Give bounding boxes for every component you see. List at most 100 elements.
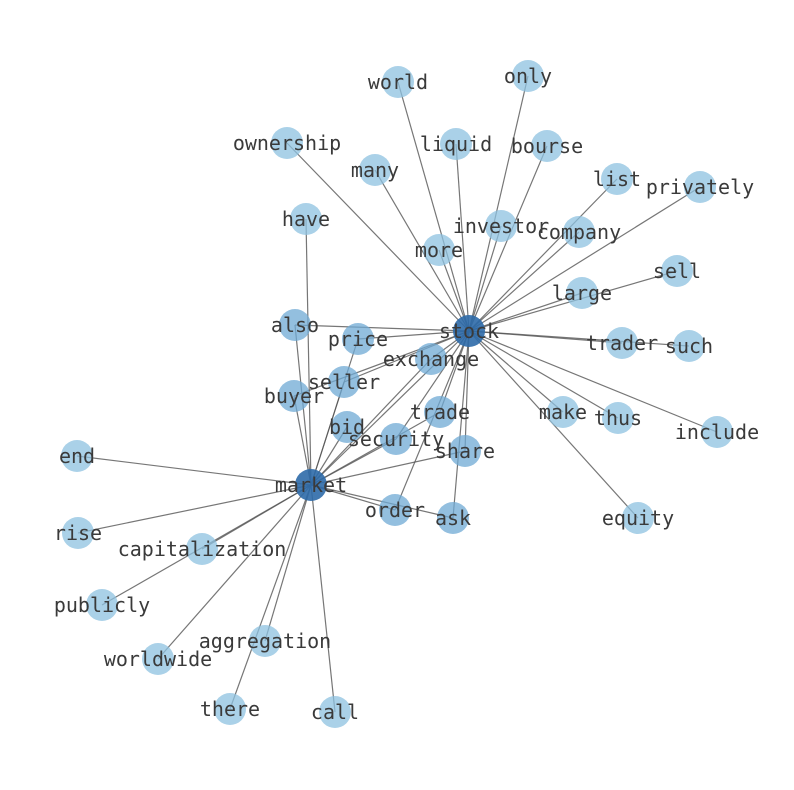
node-label-call: call xyxy=(311,700,359,724)
edge-market-share xyxy=(310,450,466,486)
edge-stock-ownership xyxy=(286,142,470,332)
node-label-bid: bid xyxy=(329,415,365,439)
node-only xyxy=(512,60,544,92)
edge-layer xyxy=(76,75,718,713)
edge-market-seller xyxy=(310,381,345,486)
node-aggregation xyxy=(249,625,281,657)
edge-market-worldwide xyxy=(157,484,312,660)
node-label-trade: trade xyxy=(410,400,470,424)
edge-market-aggregation xyxy=(264,484,312,642)
node-label-list: list xyxy=(593,167,641,191)
edge-market-end xyxy=(76,455,312,486)
node-label-world: world xyxy=(368,70,428,94)
node-price xyxy=(342,323,374,355)
node-stock xyxy=(453,315,485,347)
node-privately xyxy=(684,171,716,203)
node-label-include: include xyxy=(675,420,759,444)
edge-stock-large xyxy=(468,292,583,332)
node-ask xyxy=(437,502,469,534)
node-order xyxy=(379,494,411,526)
edge-stock-seller xyxy=(343,330,470,383)
edge-stock-include xyxy=(468,330,718,433)
node-label-thus: thus xyxy=(594,406,642,430)
node-buyer xyxy=(278,380,310,412)
node-publicly xyxy=(86,589,118,621)
node-bid xyxy=(331,411,363,443)
edge-stock-liquid xyxy=(455,143,470,332)
node-label-equity: equity xyxy=(602,506,674,530)
node-label-sell: sell xyxy=(653,259,701,283)
edge-stock-make xyxy=(468,330,564,413)
node-label-also: also xyxy=(271,313,319,337)
node-share xyxy=(449,435,481,467)
node-label-company: company xyxy=(537,220,621,244)
edge-stock-company xyxy=(468,231,580,332)
node-end xyxy=(61,440,93,472)
edge-stock-only xyxy=(468,75,529,332)
node-make xyxy=(547,396,579,428)
node-label-price: price xyxy=(328,327,388,351)
edge-stock-also xyxy=(294,324,470,332)
node-have xyxy=(290,203,322,235)
edge-stock-world xyxy=(397,81,470,332)
node-label-market: market xyxy=(275,473,347,497)
node-label-investor: investor xyxy=(453,214,549,238)
edge-stock-security xyxy=(395,330,470,440)
node-label-share: share xyxy=(435,439,495,463)
node-capitalization xyxy=(186,533,218,565)
node-liquid xyxy=(440,128,472,160)
node-label-bourse: bourse xyxy=(511,134,583,158)
node-label-rise: rise xyxy=(54,521,102,545)
node-more xyxy=(423,234,455,266)
node-large xyxy=(566,277,598,309)
edge-market-there xyxy=(229,484,312,710)
node-label-aggregation: aggregation xyxy=(199,629,331,653)
edge-market-have xyxy=(305,218,312,486)
node-label-only: only xyxy=(504,64,552,88)
node-label-stock: stock xyxy=(439,319,499,343)
node-label-ownership: ownership xyxy=(233,131,341,155)
node-label-buyer: buyer xyxy=(264,384,324,408)
edge-stock-share xyxy=(464,330,470,452)
edge-stock-ask xyxy=(452,330,470,519)
node-label-more: more xyxy=(415,238,463,262)
node-there xyxy=(214,693,246,725)
node-many xyxy=(359,154,391,186)
edge-stock-buyer xyxy=(293,330,470,397)
node-ownership xyxy=(271,127,303,159)
node-sell xyxy=(661,255,693,287)
node-worldwide xyxy=(142,643,174,675)
node-thus xyxy=(602,402,634,434)
node-label-capitalization: capitalization xyxy=(118,537,287,561)
node-include xyxy=(701,416,733,448)
node-label-publicly: publicly xyxy=(54,593,150,617)
node-label-end: end xyxy=(59,444,95,468)
edge-market-call xyxy=(310,484,336,713)
edge-stock-price xyxy=(357,330,470,340)
edge-stock-list xyxy=(468,178,618,332)
edge-market-rise xyxy=(77,484,312,534)
node-also xyxy=(279,309,311,341)
node-exchange xyxy=(415,343,447,375)
node-equity xyxy=(622,502,654,534)
node-world xyxy=(382,66,414,98)
node-label-have: have xyxy=(282,207,330,231)
node-label-privately: privately xyxy=(646,175,754,199)
node-bourse xyxy=(531,130,563,162)
edge-stock-investor xyxy=(468,225,502,332)
node-seller xyxy=(328,366,360,398)
node-investor xyxy=(485,210,517,242)
node-trade xyxy=(424,396,456,428)
node-rise xyxy=(62,517,94,549)
node-layer xyxy=(61,60,733,728)
node-security xyxy=(380,423,412,455)
node-label-order: order xyxy=(365,498,425,522)
node-label-such: such xyxy=(665,334,713,358)
node-label-trader: trader xyxy=(586,331,658,355)
node-label-large: large xyxy=(552,281,612,305)
edge-stock-many xyxy=(374,169,470,332)
node-list xyxy=(601,163,633,195)
edge-market-exchange xyxy=(310,358,432,486)
